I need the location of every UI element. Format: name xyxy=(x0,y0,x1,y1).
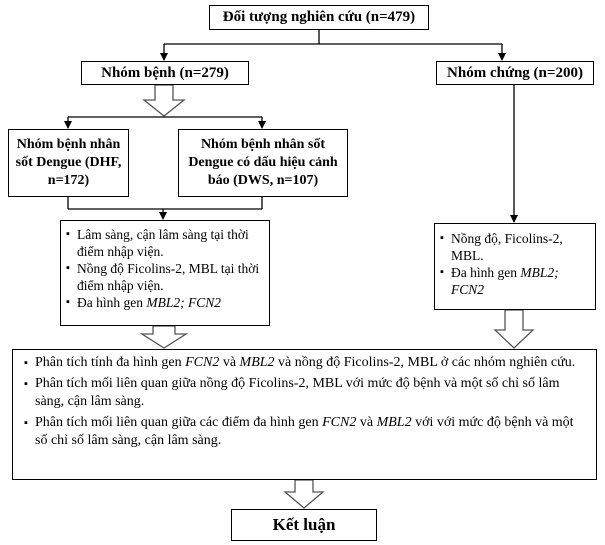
dws-subgroup-box: Nhóm bệnh nhân sốt Dengue có dấu hiệu cả… xyxy=(178,129,348,197)
hollow-arrow-subgroups xyxy=(142,84,186,117)
patient-measures-box: Lâm sàng, cận lâm sàng tại thời điểm nhậ… xyxy=(60,220,270,326)
dhf-subgroup-label: Nhóm bệnh nhân sốt Dengue (DHF, n=172) xyxy=(15,137,122,188)
control-measures-box: Nồng độ, Ficolins-2, MBL. Đa hình gen MB… xyxy=(434,223,596,310)
conclusion-label: Kết luận xyxy=(272,515,336,534)
control-measures-list: Nồng độ, Ficolins-2, MBL. Đa hình gen MB… xyxy=(440,230,591,298)
hollow-arrow-to-conclusion xyxy=(283,479,325,509)
analysis-box: Phân tích tính đa hình gen FCN2 và MBL2 … xyxy=(12,349,597,480)
control-group-label: Nhóm chứng (n=200) xyxy=(447,64,583,81)
population-label: Đối tượng nghiên cứu (n=479) xyxy=(222,9,416,25)
population-box: Đối tượng nghiên cứu (n=479) xyxy=(209,5,429,30)
control-measure-genes: Đa hình gen MBL2; FCN2 xyxy=(440,264,591,298)
hollow-arrow-patient-to-analysis xyxy=(139,325,189,349)
analysis-item-polymorphism: Phân tích tính đa hình gen FCN2 và MBL2 … xyxy=(24,354,588,373)
control-measure-concentration: Nồng độ, Ficolins-2, MBL. xyxy=(440,230,591,264)
patient-measure-concentration: Nồng độ Ficolins-2, MBL tại thời điểm nh… xyxy=(66,260,265,294)
analysis-item-concentration: Phân tích mối liên quan giữa nồng độ Fic… xyxy=(24,375,588,412)
patient-measures-list: Lâm sàng, cận lâm sàng tại thời điểm nhậ… xyxy=(66,226,265,311)
analysis-list: Phân tích tính đa hình gen FCN2 và MBL2 … xyxy=(24,354,588,451)
hollow-arrow-control-to-analysis xyxy=(493,309,535,349)
conclusion-box: Kết luận xyxy=(231,509,377,541)
patient-measure-clinical: Lâm sàng, cận lâm sàng tại thời điểm nhậ… xyxy=(66,226,265,260)
dws-subgroup-label: Nhóm bệnh nhân sốt Dengue có dấu hiệu cả… xyxy=(188,137,338,188)
dhf-subgroup-box: Nhóm bệnh nhân sốt Dengue (DHF, n=172) xyxy=(8,129,129,197)
patient-group-label: Nhóm bệnh (n=279) xyxy=(101,64,229,81)
patient-group-box: Nhóm bệnh (n=279) xyxy=(81,61,249,85)
control-group-box: Nhóm chứng (n=200) xyxy=(436,61,594,85)
patient-measure-genes: Đa hình gen MBL2; FCN2 xyxy=(66,294,265,311)
analysis-item-genes: Phân tích mối liên quan giữa các điểm đa… xyxy=(24,414,588,451)
